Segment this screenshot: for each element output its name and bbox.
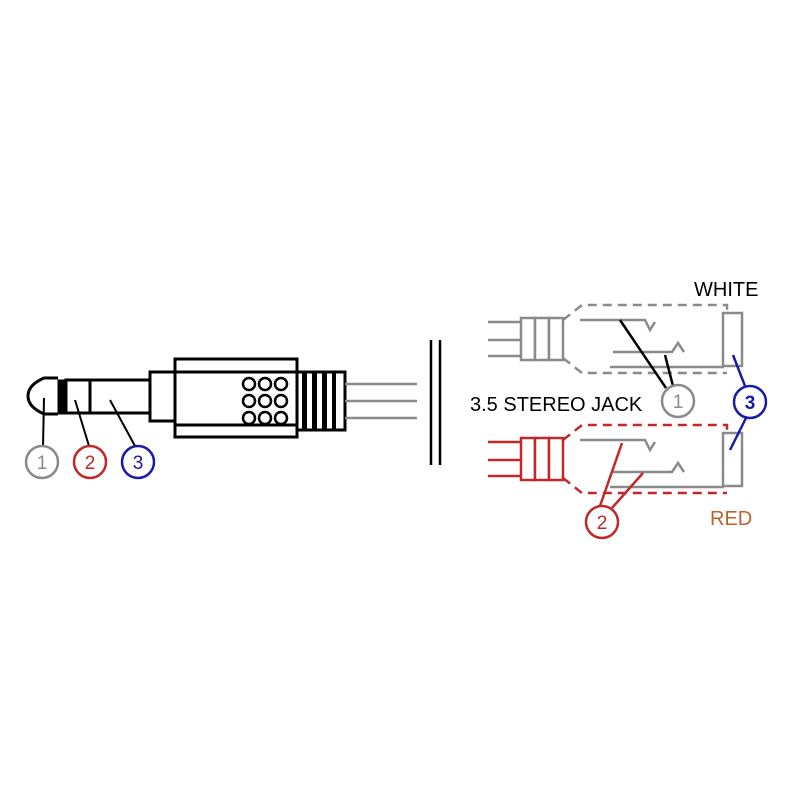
label-text: 3 [133, 453, 144, 474]
label-text: 2 [597, 513, 608, 534]
grip-dots [241, 376, 289, 426]
label-text: 1 [673, 392, 684, 413]
label-text: 2 [85, 453, 96, 474]
plug-tip [26, 376, 58, 416]
jack-title: 3.5 STEREO JACK [470, 394, 643, 416]
jack-label-3: 3 [732, 384, 768, 420]
plug-label-3: 3 [120, 444, 156, 480]
plug-label-1: 1 [24, 444, 60, 480]
jack-label-2: 2 [584, 504, 620, 540]
plug-label-2: 2 [72, 444, 108, 480]
stereo-plug [26, 357, 347, 439]
white-label: WHITE [694, 279, 758, 301]
red-label: RED [710, 508, 752, 530]
jack-white [488, 303, 744, 375]
separator [429, 340, 442, 465]
plug-collar [148, 370, 177, 423]
jack-red [488, 423, 744, 495]
jack-label-1: 1 [660, 383, 696, 419]
plug-wires [345, 382, 417, 420]
plug-sleeve [88, 378, 152, 415]
label-text: 1 [37, 453, 48, 474]
label-text: 3 [745, 393, 756, 414]
